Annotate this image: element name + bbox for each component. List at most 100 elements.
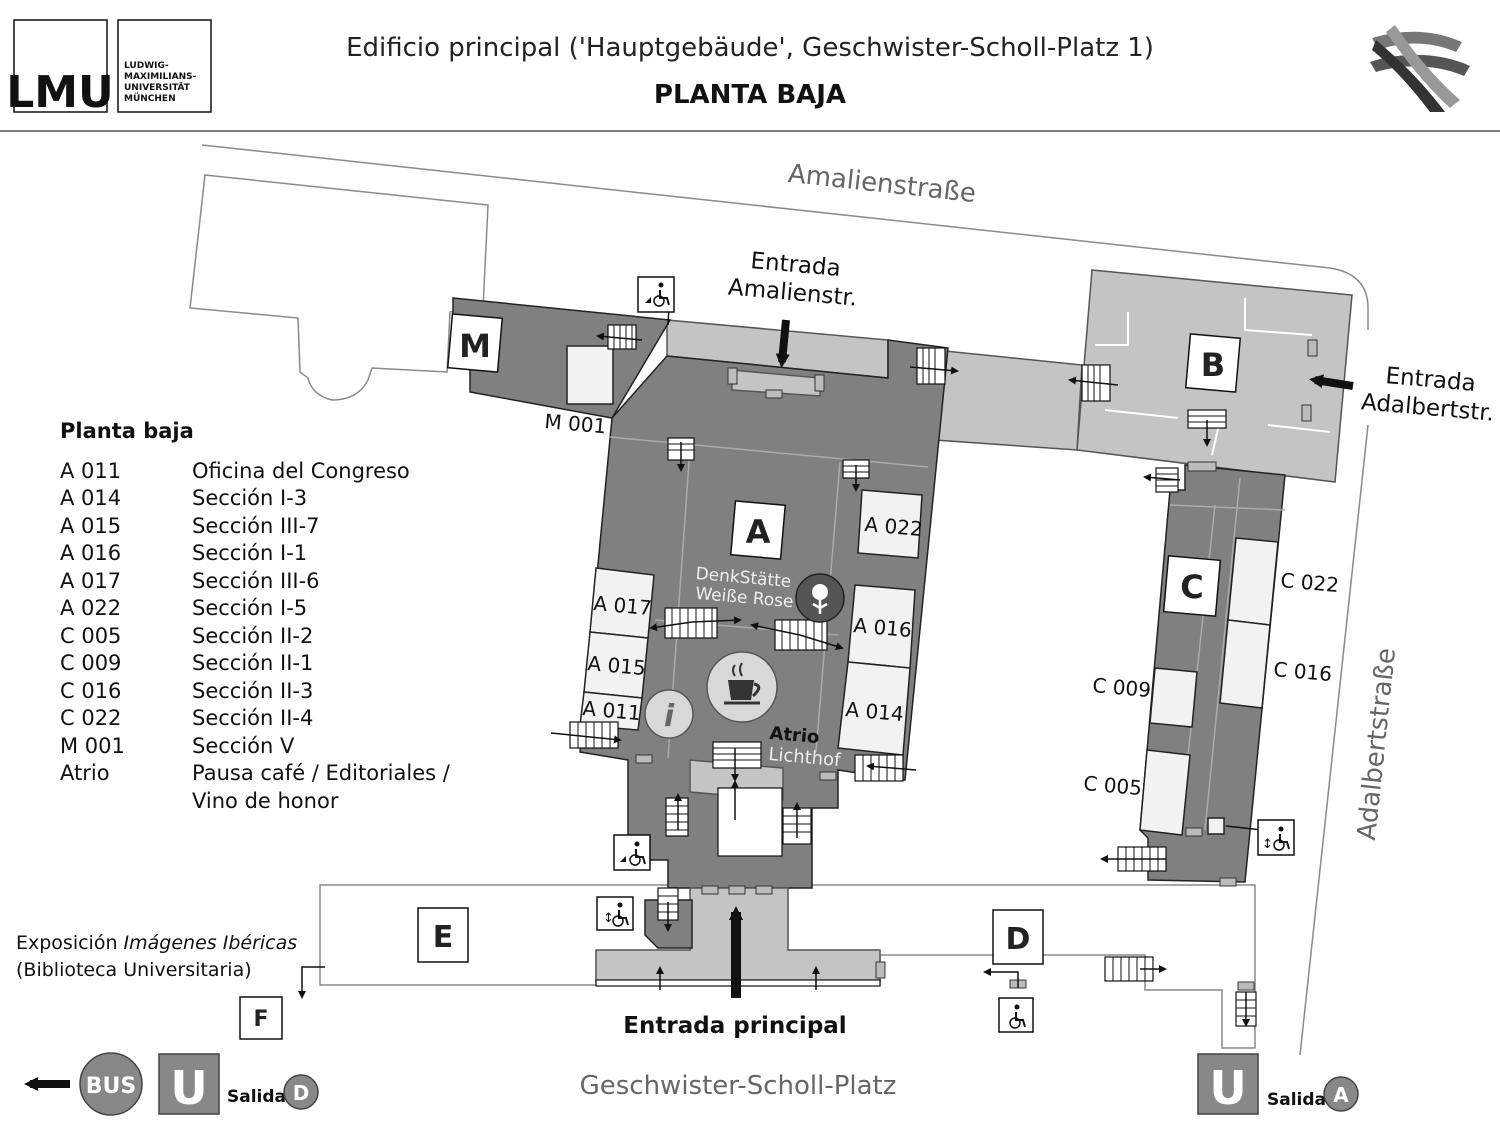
room-c-small bbox=[1207, 817, 1225, 835]
page-title: Edificio principal ('Hauptgebäude', Gesc… bbox=[346, 33, 1154, 63]
legend-code: C 005 bbox=[60, 623, 122, 648]
legend-code: C 009 bbox=[60, 651, 122, 675]
room-m001[interactable] bbox=[566, 345, 614, 405]
legend-item: A 011 Oficina del Congreso bbox=[60, 458, 530, 486]
info-icon: i bbox=[644, 689, 694, 739]
legend-item: M 001 Sección V bbox=[60, 733, 530, 761]
legend-desc: Sección I-3 bbox=[192, 486, 308, 510]
room-label-a017: A 017 bbox=[593, 591, 653, 620]
legend-code: A 022 bbox=[60, 596, 122, 620]
ubahn-a-label: U bbox=[1209, 1061, 1246, 1115]
logo-sub-4: MÜNCHEN bbox=[124, 93, 176, 104]
legend-desc: Pausa café / Editoriales / bbox=[192, 761, 450, 785]
outline-building-west bbox=[189, 174, 489, 401]
section-f-label: F bbox=[253, 1007, 268, 1032]
legend-item: A 015 Sección III-7 bbox=[60, 513, 530, 541]
logo-sub-2: MAXIMILIANS- bbox=[124, 72, 197, 82]
room-a011[interactable] bbox=[579, 691, 643, 731]
section-c-label: C bbox=[1180, 568, 1203, 606]
legend-desc: Sección III-6 bbox=[192, 568, 320, 593]
legend-item: C 005 Sección II-2 bbox=[60, 623, 530, 651]
room-label-c005: C 005 bbox=[1083, 771, 1143, 800]
entrance-adalbert-line2: Adalbertstr. bbox=[1360, 389, 1495, 427]
arrow-icon-entrances bbox=[24, 319, 1354, 1091]
doors bbox=[635, 339, 1318, 991]
section-m-label: M bbox=[459, 327, 491, 365]
legend-code: A 016 bbox=[60, 541, 122, 565]
room-a022[interactable] bbox=[857, 489, 923, 559]
street-amalienstrasse: Amalienstraße bbox=[787, 159, 978, 209]
room-c009[interactable] bbox=[1149, 667, 1198, 728]
legend-code: C 022 bbox=[60, 706, 122, 730]
room-label-a014: A 014 bbox=[845, 697, 905, 726]
room-label-c022: C 022 bbox=[1280, 568, 1340, 597]
legend-item: A 016 Sección I-1 bbox=[60, 540, 530, 568]
corridor-a-b bbox=[934, 349, 1083, 451]
logo-sub-1: LUDWIG- bbox=[124, 61, 169, 71]
ubahn-d-label: U bbox=[170, 1061, 207, 1115]
room-c005[interactable] bbox=[1139, 749, 1191, 836]
rose-icon bbox=[795, 573, 845, 623]
legend-desc: Sección I-5 bbox=[192, 596, 308, 620]
legend-item: C 022 Sección II-4 bbox=[60, 705, 530, 733]
coffee-cup-icon bbox=[706, 651, 778, 723]
legend-code bbox=[60, 788, 192, 816]
room-label-c009: C 009 bbox=[1092, 673, 1152, 702]
svg-text:↕: ↕ bbox=[603, 911, 614, 926]
legend-code: Atrio bbox=[60, 761, 110, 785]
lmu-logo: LMU LUDWIG- MAXIMILIANS- UNIVERSITÄT MÜN… bbox=[6, 19, 212, 118]
room-c016[interactable] bbox=[1219, 619, 1271, 709]
entrance-main-label: Entrada principal bbox=[623, 1013, 846, 1039]
logo-sub: LUDWIG- MAXIMILIANS- UNIVERSITÄT MÜNCHEN bbox=[124, 61, 199, 104]
room-label-a011: A 011 bbox=[582, 696, 642, 725]
legend-desc: Oficina del Congreso bbox=[192, 458, 410, 483]
legend-desc: Sección III-7 bbox=[192, 513, 320, 538]
legend-code: A 015 bbox=[60, 513, 122, 538]
ubahn-exit-d: U Salida D bbox=[158, 1053, 319, 1115]
exit-d-letter: D bbox=[293, 1081, 310, 1105]
page-subtitle: PLANTA BAJA bbox=[654, 80, 846, 110]
wheelchair-icon: ↕ ↕ bbox=[596, 276, 1295, 1033]
room-label-c016: C 016 bbox=[1273, 657, 1333, 686]
legend-desc: Sección II-3 bbox=[192, 678, 314, 703]
exposition-line1: Exposición Imágenes Ibéricas bbox=[16, 932, 297, 954]
bus-label: BUS bbox=[86, 1074, 136, 1099]
atrio-label: Atrio bbox=[769, 723, 821, 748]
legend-item: Atrio Pausa café / Editoriales / bbox=[60, 760, 530, 788]
legend-item: A 014 Sección I-3 bbox=[60, 485, 530, 513]
legend-desc: Vino de honor bbox=[192, 788, 339, 813]
section-b-label: B bbox=[1201, 346, 1225, 384]
street-geschwister-scholl-platz: Geschwister-Scholl-Platz bbox=[580, 1071, 897, 1101]
room-c022[interactable] bbox=[1227, 537, 1279, 626]
exit-a-letter: A bbox=[1333, 1083, 1349, 1107]
section-e-label: E bbox=[433, 920, 454, 955]
svg-text:↕: ↕ bbox=[1262, 837, 1273, 852]
street-adalbertstrasse: Adalbertstraße bbox=[1352, 647, 1402, 842]
legend-desc: Sección II-1 bbox=[192, 651, 314, 675]
exit-a-label: Salida bbox=[1267, 1090, 1326, 1110]
bus-stop: BUS bbox=[79, 1052, 143, 1116]
ubahn-exit-a: U Salida A bbox=[1197, 1053, 1359, 1115]
room-label-a015: A 015 bbox=[587, 651, 647, 680]
legend-item: C 009 Sección II-1 bbox=[60, 650, 530, 678]
room-label-m001: M 001 bbox=[544, 409, 608, 438]
room-label-a022: A 022 bbox=[864, 512, 924, 541]
exit-d-label: Salida bbox=[227, 1087, 286, 1107]
stairs-central bbox=[717, 787, 783, 857]
legend-code: A 011 bbox=[60, 458, 122, 483]
legend-desc: Sección II-4 bbox=[192, 706, 314, 730]
legend-desc: Sección I-1 bbox=[192, 541, 308, 565]
legend-desc: Sección V bbox=[192, 733, 295, 758]
legend-code: M 001 bbox=[60, 733, 125, 758]
section-d-label: D bbox=[1006, 922, 1031, 957]
logo-sub-3: UNIVERSITÄT bbox=[124, 82, 191, 93]
legend-item: A 022 Sección I-5 bbox=[60, 595, 530, 623]
legend-desc: Sección II-2 bbox=[192, 623, 314, 648]
legend-code: C 016 bbox=[60, 678, 122, 703]
conference-logo-icon bbox=[1370, 25, 1470, 112]
legend-code: A 014 bbox=[60, 486, 122, 510]
